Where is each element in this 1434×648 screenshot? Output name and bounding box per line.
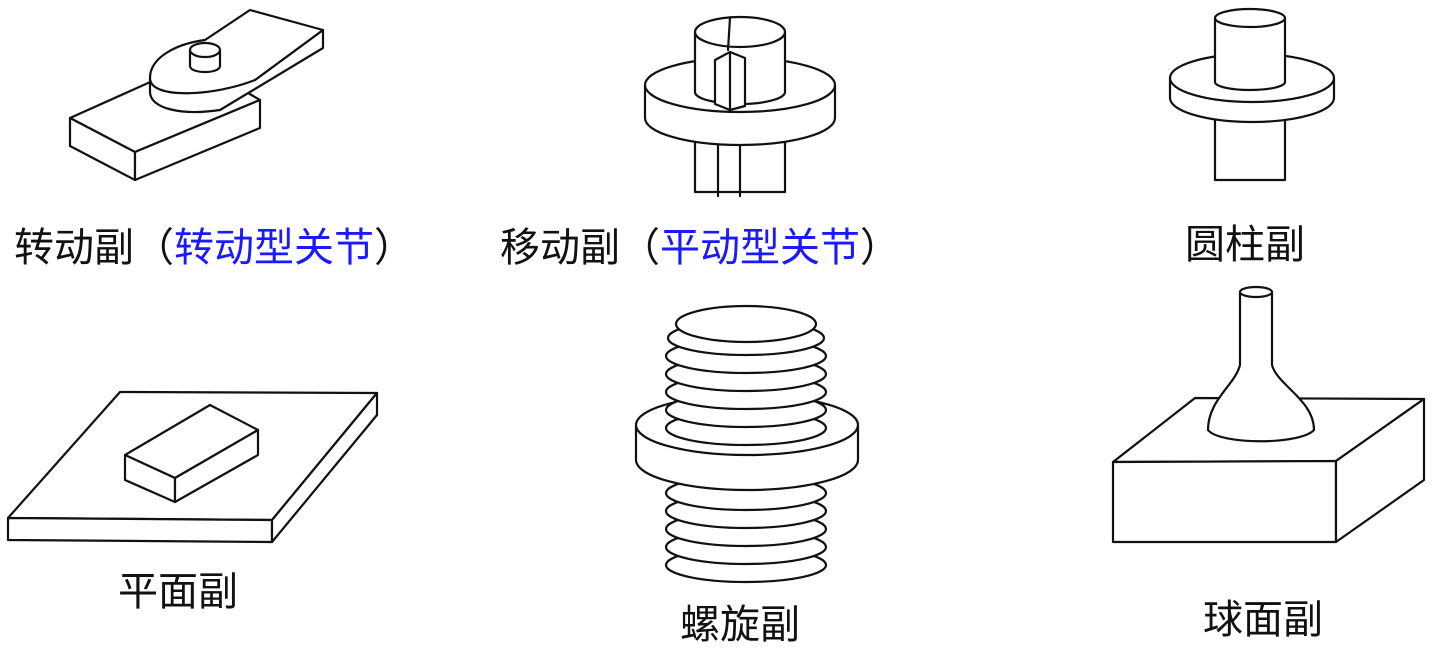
- revolute-pin-top: [188, 41, 222, 59]
- cylindrical-pair-drawing: [1168, 7, 1336, 182]
- caption-helical-pair: 螺旋副: [680, 602, 800, 648]
- prismatic-pair-alias: 平动型关节: [660, 225, 860, 271]
- revolute-pair-alias: 转动型关节: [174, 225, 374, 271]
- revolute-lower-block-side: [133, 98, 262, 182]
- prismatic-pair-drawing: [643, 15, 837, 198]
- spherical-ball-stem: [1206, 290, 1316, 443]
- caption-cylindrical-pair: 圆柱副: [1185, 222, 1305, 268]
- cylindrical-upper-shaft: [1213, 16, 1287, 92]
- prismatic-upper-shaft-top: [693, 15, 787, 49]
- spherical-block-side: [1334, 397, 1426, 544]
- cylindrical-lower-shaft: [1213, 113, 1287, 182]
- caption-planar-pair: 平面副: [118, 569, 238, 615]
- caption-revolute-pair: 转动副（转动型关节）: [14, 228, 414, 268]
- planar-block-side: [173, 428, 260, 504]
- revolute-pair-drawing: [68, 8, 325, 182]
- cylindrical-shaft-top: [1213, 7, 1287, 29]
- planar-plate-front: [6, 516, 274, 544]
- revolute-close-paren: ）: [374, 225, 414, 271]
- prismatic-open-paren: （: [620, 225, 660, 271]
- helical-pair-drawing: [634, 304, 860, 584]
- revolute-link-top: [148, 8, 325, 95]
- spherical-pair-drawing: [1111, 285, 1426, 544]
- spherical-stem-top: [1238, 285, 1274, 299]
- caption-spherical-pair: 球面副: [1203, 597, 1323, 643]
- revolute-open-paren: （: [134, 225, 174, 271]
- planar-plate-side: [270, 391, 379, 544]
- spherical-block-front: [1111, 459, 1338, 544]
- helical-screw-top: [674, 304, 818, 344]
- prismatic-pair-name: 移动副: [500, 225, 620, 271]
- planar-pair-drawing: [6, 390, 379, 544]
- prismatic-close-paren: ）: [860, 225, 900, 271]
- revolute-pair-name: 转动副: [14, 225, 134, 271]
- caption-prismatic-pair: 移动副（平动型关节）: [500, 228, 900, 268]
